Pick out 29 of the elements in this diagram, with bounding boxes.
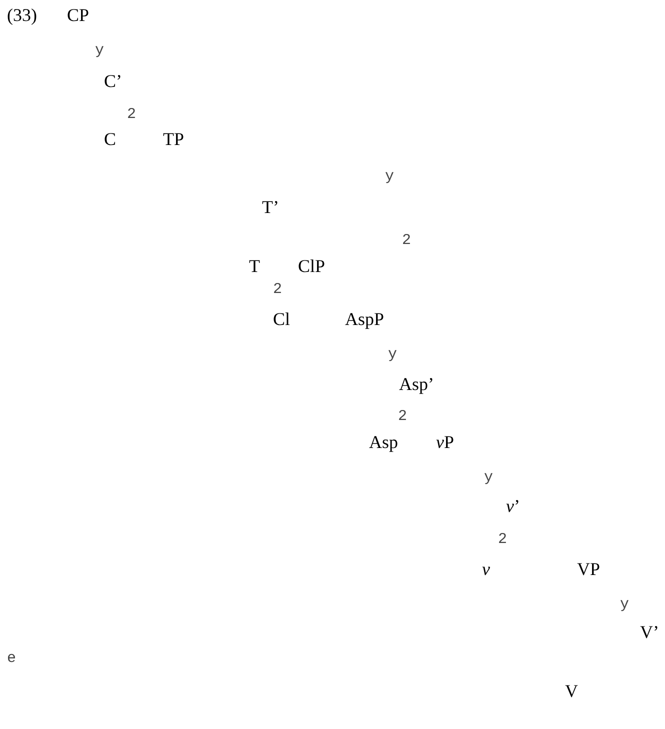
tree-glyph: y (620, 596, 630, 615)
tree-label: V’ (640, 621, 659, 644)
tree-glyph: 2 (127, 106, 136, 125)
tree-label: ClP (298, 255, 326, 278)
tree-label: Cl (273, 308, 290, 330)
tree-label: CP (67, 4, 90, 26)
tree-label: T (249, 255, 260, 278)
tree-label: TP (163, 128, 184, 150)
tree-label: VP (577, 558, 600, 580)
tree-label: v (482, 558, 490, 580)
tree-glyph: y (95, 42, 104, 61)
tree-label: C (104, 128, 116, 150)
tree-label: v’ (506, 495, 520, 518)
tree-glyph: y (484, 469, 494, 488)
tree-label: Asp’ (399, 373, 434, 396)
tree-glyph: y (388, 346, 398, 365)
tree-label: T’ (262, 196, 279, 218)
tree-label: C’ (104, 70, 122, 92)
tree-glyph: 2 (498, 531, 508, 550)
tree-glyph: 2 (273, 281, 282, 300)
tree-label: V (565, 680, 578, 702)
tree-label: AspP (345, 308, 384, 330)
tree-glyph: 2 (402, 232, 412, 251)
tree-glyph: y (385, 168, 394, 187)
tree-label: vP (436, 431, 454, 454)
tree-glyph: 2 (398, 408, 408, 427)
tree-label: Asp (369, 431, 398, 454)
tree-label: (33) (7, 4, 37, 26)
tree-glyph: e (7, 650, 16, 669)
